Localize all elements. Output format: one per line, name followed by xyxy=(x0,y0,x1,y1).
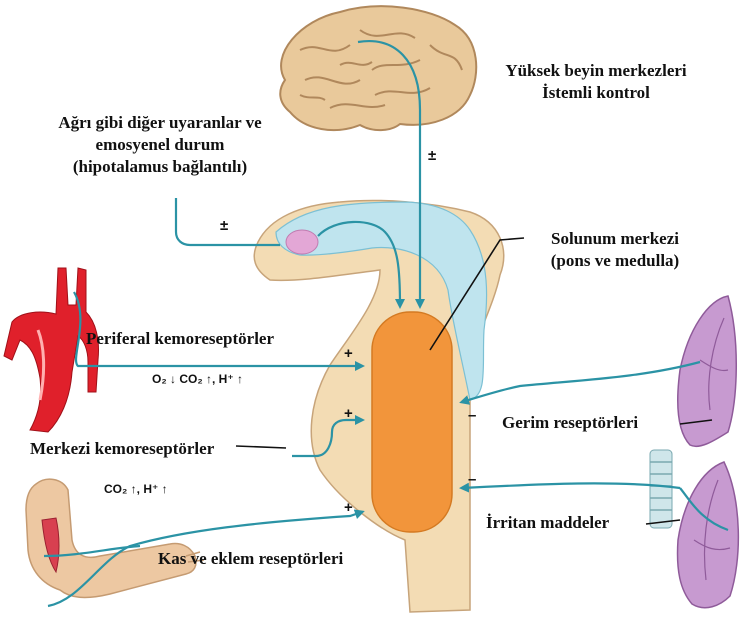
sign-stretch: – xyxy=(468,408,476,424)
lung-icon xyxy=(678,296,739,608)
sign-central: + xyxy=(344,406,353,422)
other-stimuli-label: Ağrı gibi diğer uyaranlar ve emosyenel d… xyxy=(6,112,314,178)
higher-brain-line1: Yüksek beyin merkezleri xyxy=(478,60,714,82)
stretch-receptors-label: Gerim reseptörleri xyxy=(502,412,638,434)
respiratory-center-label: Solunum merkezi (pons ve medulla) xyxy=(510,228,720,272)
central-formula: CO₂ ↑, H⁺ ↑ xyxy=(104,482,168,496)
leader-muscle xyxy=(236,446,286,448)
sign-higher-brain: ± xyxy=(428,148,436,164)
artery-icon xyxy=(4,268,99,432)
other-stimuli-line1: Ağrı gibi diğer uyaranlar ve xyxy=(6,112,314,134)
peripheral-formula: O₂ ↓ CO₂ ↑, H⁺ ↑ xyxy=(152,372,243,386)
respiratory-center-shape xyxy=(372,312,452,532)
sign-peripheral: + xyxy=(344,346,353,362)
sign-muscle: + xyxy=(344,500,353,516)
irritants-label: İrritan maddeler xyxy=(486,512,609,534)
other-stimuli-line2: emosyenel durum xyxy=(6,134,314,156)
arm-icon xyxy=(26,479,204,597)
other-stimuli-line3: (hipotalamus bağlantılı) xyxy=(6,156,314,178)
muscle-joint-receptors-label: Kas ve eklem reseptörleri xyxy=(158,548,343,570)
resp-center-line1: Solunum merkezi xyxy=(510,228,720,250)
central-chemoreceptors-label: Merkezi kemoreseptörler xyxy=(30,438,214,460)
trachea-icon xyxy=(650,450,672,528)
arrow-irritant xyxy=(462,483,680,488)
sign-other-stimuli: ± xyxy=(220,218,228,234)
higher-brain-line2: İstemli kontrol xyxy=(478,82,714,104)
peripheral-chemoreceptors-label: Periferal kemoreseptörler xyxy=(86,328,274,350)
higher-brain-label: Yüksek beyin merkezleri İstemli kontrol xyxy=(478,60,714,104)
sign-irritant: – xyxy=(468,472,476,488)
resp-center-line2: (pons ve medulla) xyxy=(510,250,720,272)
arrow-stretch xyxy=(462,362,700,402)
